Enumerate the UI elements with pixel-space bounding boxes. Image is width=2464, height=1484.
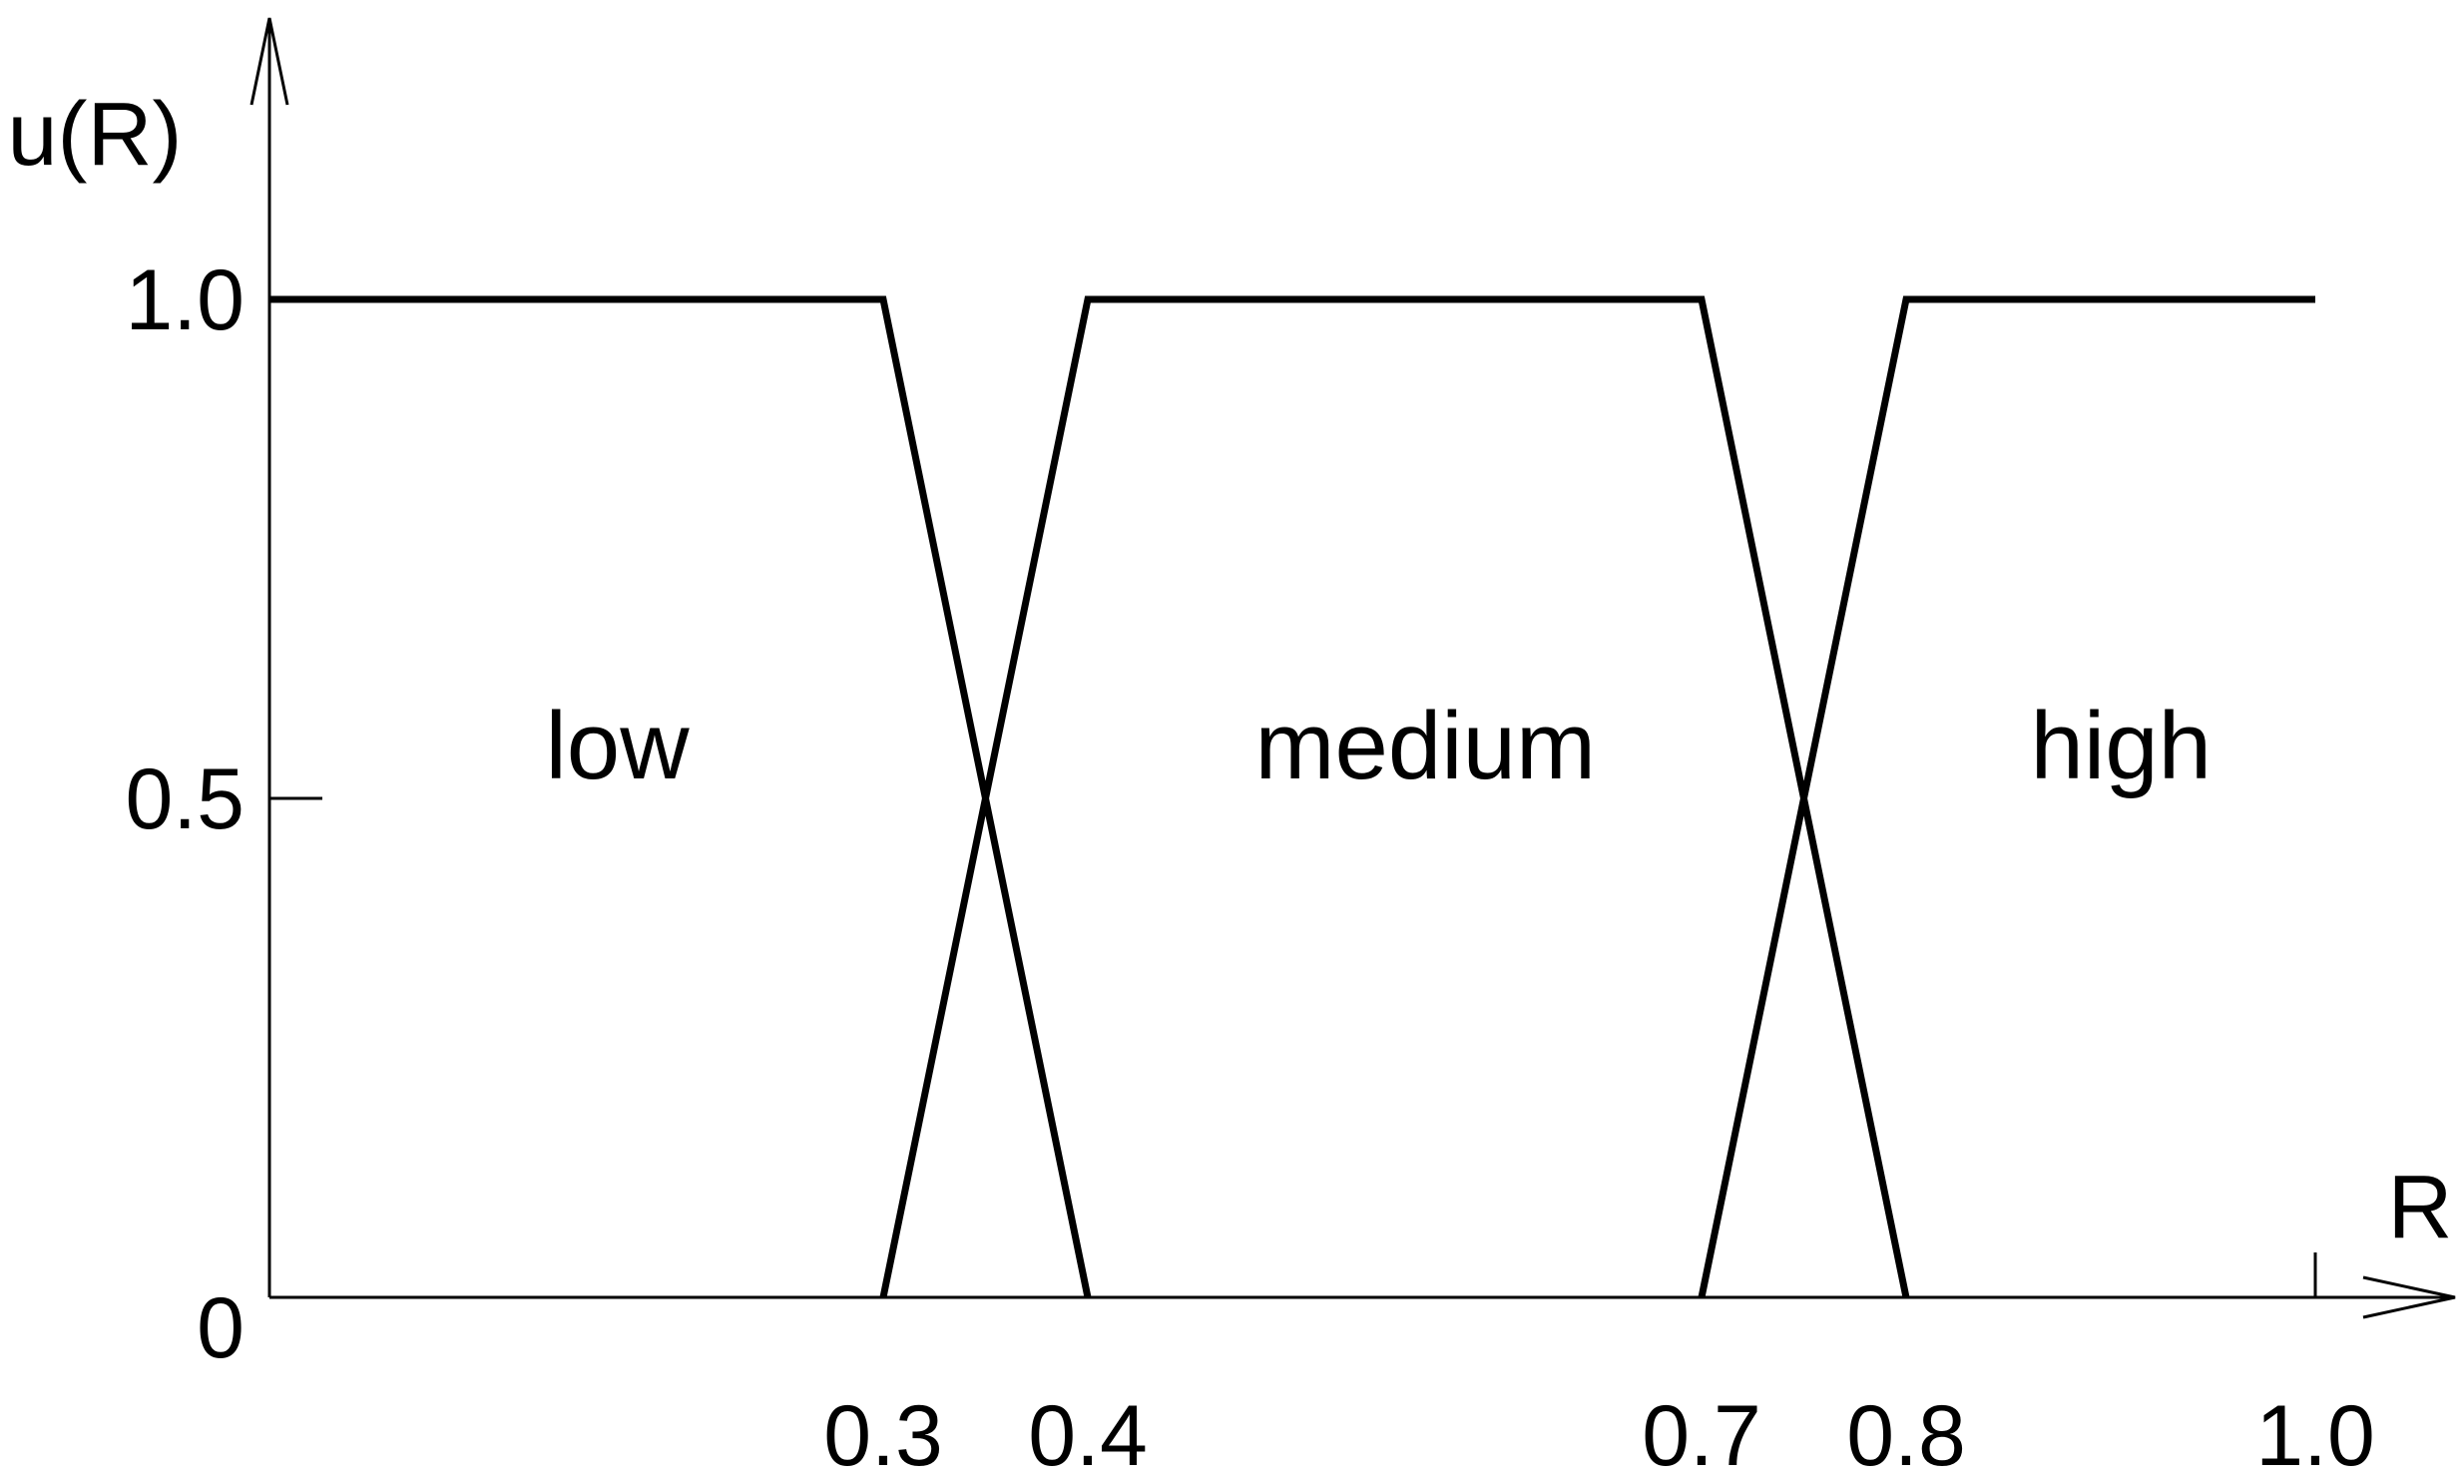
x-axis-label: R [2388,1158,2453,1257]
y-tick-label-1: 0.5 [125,751,245,847]
x-tick-label-3: 0.8 [1846,1388,1966,1484]
x-tick-label-4: 1.0 [2255,1388,2375,1484]
x-tick-label-0: 0.3 [823,1388,943,1484]
x-tick-label-2: 0.7 [1642,1388,1761,1484]
y-tick-label-2: 1.0 [125,252,245,348]
x-axis-arrowhead [2362,1275,2456,1319]
series-group [269,295,2315,1298]
y-axis-label: u(R) [8,85,183,185]
series-label-medium: medium [1255,693,1596,799]
axes [249,17,2456,1319]
y-tick-label-0: 0 [197,1280,245,1376]
series-label-low: low [545,693,690,799]
series-label-high: high [2031,693,2213,799]
x-tick-label-1: 0.4 [1028,1388,1148,1484]
y-axis-arrowhead [249,17,289,106]
series-line-high [1698,295,2315,1298]
series-line-low [269,295,1092,1298]
